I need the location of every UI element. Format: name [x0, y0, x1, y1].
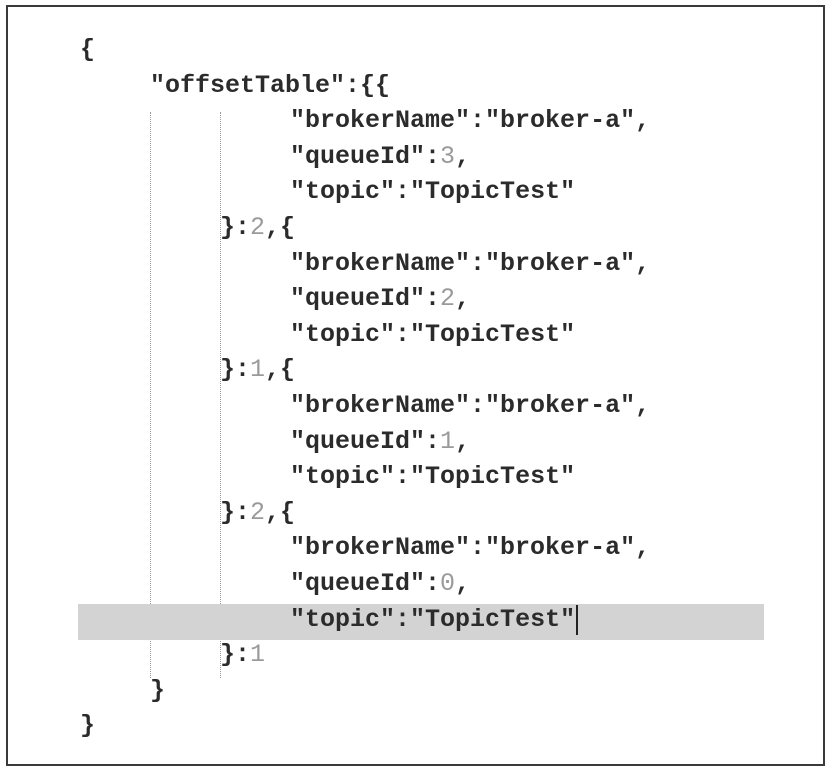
json-string: "brokerName" — [290, 106, 471, 136]
json-number: 2 — [440, 284, 456, 314]
json-punctuation: }: — [220, 497, 251, 527]
code-line[interactable]: { — [80, 32, 95, 68]
json-punctuation: : — [470, 533, 486, 563]
json-string: "TopicTest" — [410, 462, 576, 492]
code-line[interactable]: "brokerName":"broker-a", — [290, 530, 650, 566]
indent-guide-level-2 — [220, 112, 221, 678]
code-line[interactable]: "queueId":3, — [290, 139, 470, 175]
json-punctuation: , — [635, 533, 651, 563]
json-punctuation: : — [395, 177, 411, 207]
json-string: "offsetTable" — [150, 70, 346, 100]
json-number: 2 — [250, 213, 266, 242]
json-string: "TopicTest" — [410, 319, 576, 349]
json-string: "brokerName" — [290, 248, 471, 278]
json-punctuation: , — [455, 284, 471, 314]
json-string: "topic" — [290, 177, 396, 207]
code-line-current[interactable]: "topic":"TopicTest" — [290, 602, 575, 638]
code-line[interactable]: "topic":"TopicTest" — [290, 459, 575, 495]
json-punctuation: , — [455, 141, 471, 171]
json-punctuation: , — [455, 426, 471, 456]
code-line[interactable]: }:1 — [220, 637, 265, 673]
json-string: "queueId" — [290, 426, 426, 456]
json-string: "topic" — [290, 319, 396, 349]
json-string: "brokerName" — [290, 533, 471, 563]
code-editor[interactable]: {"offsetTable":{{"brokerName":"broker-a"… — [6, 5, 825, 766]
json-string: "broker-a" — [485, 106, 636, 136]
json-punctuation: }: — [220, 640, 251, 670]
text-cursor — [576, 604, 578, 635]
json-punctuation: } — [80, 711, 96, 741]
indent-guide-level-1 — [150, 112, 151, 678]
json-string: "broker-a" — [485, 533, 636, 563]
json-punctuation: ,{ — [265, 355, 296, 385]
code-line[interactable]: "offsetTable":{{ — [150, 68, 390, 104]
json-string: "queueId" — [290, 569, 426, 598]
json-number: 3 — [440, 141, 456, 171]
json-punctuation: , — [635, 248, 651, 278]
json-punctuation: }: — [220, 213, 251, 242]
json-punctuation: } — [150, 675, 166, 705]
json-punctuation: , — [635, 106, 651, 136]
json-punctuation: ,{ — [265, 497, 296, 527]
json-punctuation: : — [470, 106, 486, 136]
json-punctuation: :{{ — [345, 70, 391, 100]
code-line[interactable]: "queueId":1, — [290, 424, 470, 460]
json-punctuation: { — [80, 35, 96, 64]
json-punctuation: : — [425, 141, 441, 171]
json-string: "queueId" — [290, 284, 426, 314]
code-line[interactable]: } — [80, 708, 95, 744]
json-punctuation: : — [395, 462, 411, 492]
json-string: "TopicTest" — [410, 604, 576, 634]
json-string: "queueId" — [290, 141, 426, 171]
json-string: "topic" — [290, 462, 396, 492]
json-punctuation: : — [395, 319, 411, 349]
code-line[interactable]: "topic":"TopicTest" — [290, 317, 575, 353]
json-punctuation: , — [635, 391, 651, 420]
json-number: 1 — [440, 426, 456, 456]
code-line[interactable]: "topic":"TopicTest" — [290, 174, 575, 210]
json-number: 0 — [440, 569, 456, 598]
json-punctuation: : — [470, 391, 486, 420]
code-line[interactable]: "brokerName":"broker-a", — [290, 388, 650, 424]
code-line[interactable]: "brokerName":"broker-a", — [290, 103, 650, 139]
json-punctuation: ,{ — [265, 213, 296, 242]
json-number: 1 — [250, 640, 266, 670]
json-string: "topic" — [290, 604, 396, 634]
code-line[interactable]: }:2,{ — [220, 210, 295, 246]
code-line[interactable]: }:1,{ — [220, 352, 295, 388]
code-line[interactable]: }:2,{ — [220, 495, 295, 531]
code-line[interactable]: "brokerName":"broker-a", — [290, 246, 650, 282]
json-number: 1 — [250, 355, 266, 385]
json-punctuation: }: — [220, 355, 251, 385]
json-string: "TopicTest" — [410, 177, 576, 207]
json-punctuation: , — [455, 569, 471, 598]
json-string: "broker-a" — [485, 391, 636, 420]
json-punctuation: : — [470, 248, 486, 278]
json-number: 2 — [250, 497, 266, 527]
current-line-highlight — [78, 604, 764, 640]
json-punctuation: : — [425, 284, 441, 314]
code-line[interactable]: } — [150, 673, 165, 709]
json-punctuation: : — [425, 426, 441, 456]
json-punctuation: : — [425, 569, 441, 598]
json-punctuation: : — [395, 604, 411, 634]
json-string: "broker-a" — [485, 248, 636, 278]
code-line[interactable]: "queueId":0, — [290, 566, 470, 602]
code-line[interactable]: "queueId":2, — [290, 281, 470, 317]
json-string: "brokerName" — [290, 391, 471, 420]
